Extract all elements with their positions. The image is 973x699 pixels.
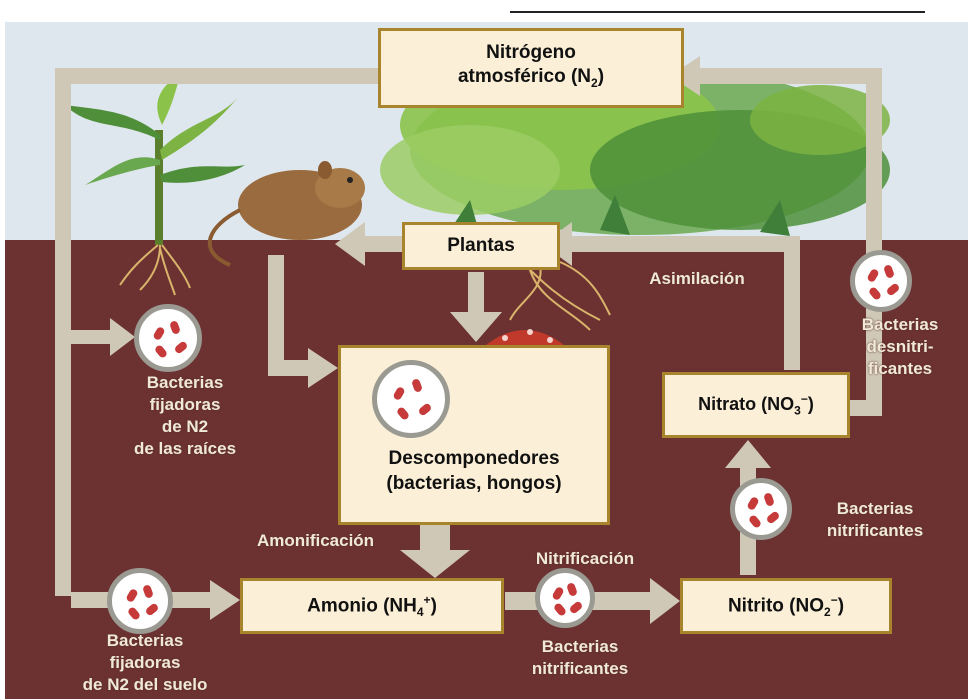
arrow-mouse-down <box>268 255 284 370</box>
amonio-label: Amonio (NH4+) <box>307 593 437 619</box>
amonio-text: Amonio (NH <box>307 595 417 616</box>
bact-raices-line2: fijadoras <box>110 394 260 416</box>
bact-nitrif-right-line1: Bacterias <box>795 498 955 520</box>
bact-nitrif-bottom-line2: nitrificantes <box>505 658 655 680</box>
label-bacterias-nitrificantes-bottom: Bacterias nitrificantes <box>505 636 655 680</box>
bact-raices-line1: Bacterias <box>110 372 260 394</box>
nitrato-label: Nitrato (NO3−) <box>698 392 814 418</box>
arrow-mouse-right <box>268 360 313 376</box>
n2-text: atmosférico (N <box>458 66 591 87</box>
nitrito-label: Nitrito (NO2−) <box>728 593 844 619</box>
box-amonio: Amonio (NH4+) <box>240 578 504 634</box>
n2-line1: Nitrógeno <box>486 41 576 65</box>
arrow-denitrif-top <box>690 68 882 84</box>
label-bacterias-desnitrificantes: Bacterias desnitri- ficantes <box>836 314 964 380</box>
bacteria-icon <box>535 568 595 628</box>
nitrato-text: Nitrato (NO <box>698 394 794 414</box>
bact-nitrif-bottom-line1: Bacterias <box>505 636 655 658</box>
plantas-label: Plantas <box>447 235 515 257</box>
nitrato-superscript: − <box>801 392 808 406</box>
n2-close: ) <box>598 66 604 87</box>
arrow-loop-top-left <box>55 68 380 84</box>
label-amonificacion: Amonificación <box>228 530 403 552</box>
box-nitrito: Nitrito (NO2−) <box>680 578 892 634</box>
nitrito-text: Nitrito (NO <box>728 595 824 616</box>
label-asimilacion: Asimilación <box>622 268 772 290</box>
nitrito-close: ) <box>838 595 844 616</box>
descomp-line1: Descomponedores <box>388 446 559 471</box>
label-bacterias-raices: Bacterias fijadoras de N2 de las raíces <box>110 372 260 460</box>
bacteria-icon <box>850 250 912 312</box>
bact-suelo-line3: de N2 del suelo <box>50 674 240 696</box>
descomp-line2: (bacterias, hongos) <box>386 471 561 496</box>
bact-raices-line4: de las raíces <box>110 438 260 460</box>
arrow-plantas-down <box>468 272 484 317</box>
box-descomponedores: Descomponedores (bacterias, hongos) <box>338 345 610 525</box>
bact-desnitrif-line3: ficantes <box>836 358 964 380</box>
arrow-assim-vertical <box>784 240 800 370</box>
bact-desnitrif-line1: Bacterias <box>836 314 964 336</box>
box-nitrogeno-atmosferico: Nitrógeno atmosférico (N2) <box>378 28 684 108</box>
bacteria-icon <box>134 304 202 372</box>
label-bacterias-suelo: Bacterias fijadoras de N2 del suelo <box>50 630 240 696</box>
nitrato-close: ) <box>808 394 814 414</box>
amonio-close: ) <box>431 595 437 616</box>
nitrato-subscript: 3 <box>794 404 801 418</box>
nitrito-superscript: − <box>831 593 838 607</box>
n2-line2: atmosférico (N2) <box>458 65 604 95</box>
box-plantas: Plantas <box>402 222 560 270</box>
amonio-subscript: 4 <box>417 605 424 619</box>
bacteria-icon <box>730 478 792 540</box>
amonio-superscript: + <box>424 593 431 607</box>
arrow-loop-left-vertical <box>55 68 71 596</box>
label-nitrificacion: Nitrificación <box>510 548 660 570</box>
nitrito-subscript: 2 <box>824 605 831 619</box>
n2-subscript: 2 <box>591 76 598 90</box>
arrow-to-bacteria-roots <box>71 330 116 344</box>
bact-nitrif-right-line2: nitrificantes <box>795 520 955 542</box>
box-nitrato: Nitrato (NO3−) <box>662 372 850 438</box>
bact-suelo-line1: Bacterias <box>50 630 240 652</box>
bacteria-icon <box>372 360 450 438</box>
bact-desnitrif-line2: desnitri- <box>836 336 964 358</box>
label-bacterias-nitrificantes-right: Bacterias nitrificantes <box>795 498 955 542</box>
arrow-assim-top <box>560 236 800 252</box>
bact-raices-line3: de N2 <box>110 416 260 438</box>
bact-suelo-line2: fijadoras <box>50 652 240 674</box>
bacteria-icon <box>107 568 173 634</box>
